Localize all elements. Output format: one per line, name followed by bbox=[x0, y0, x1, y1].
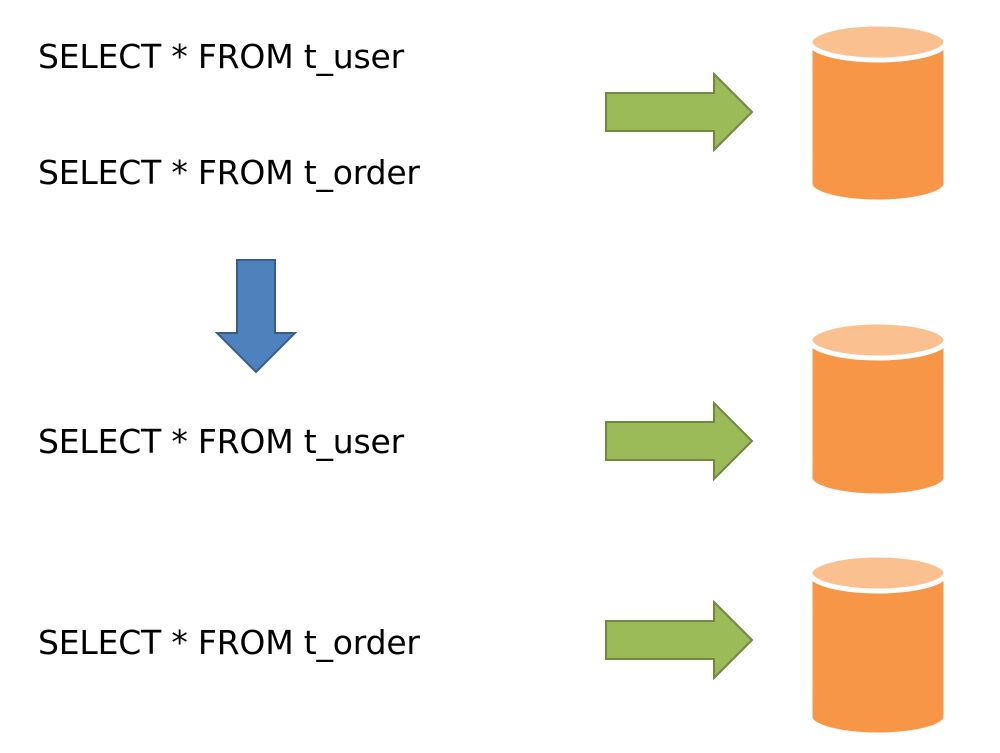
database-icon bbox=[807, 21, 949, 205]
query-after-user: SELECT * FROM t_user bbox=[38, 422, 404, 461]
database-icon bbox=[807, 552, 949, 738]
database-icon bbox=[807, 319, 949, 499]
query-after-order: SELECT * FROM t_order bbox=[38, 623, 420, 662]
right-arrow-icon bbox=[605, 72, 754, 152]
query-before-order: SELECT * FROM t_order bbox=[38, 153, 420, 192]
right-arrow-icon bbox=[605, 600, 754, 680]
query-before-user: SELECT * FROM t_user bbox=[38, 37, 404, 76]
down-arrow-icon bbox=[215, 259, 297, 374]
right-arrow-icon bbox=[605, 401, 754, 481]
